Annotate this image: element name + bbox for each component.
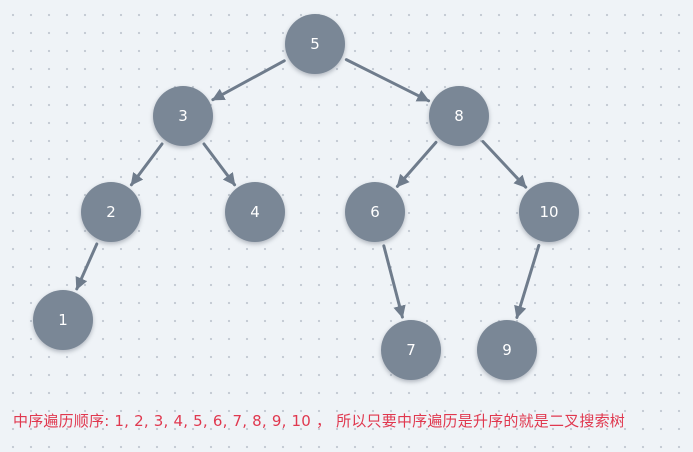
edge-3-to-4-arrow — [202, 142, 237, 187]
tree-node-10: 10 — [519, 182, 579, 242]
edge-5-to-3-arrow — [211, 59, 286, 102]
tree-node-3: 3 — [153, 86, 213, 146]
tree-node-7: 7 — [381, 320, 441, 380]
tree-node-8: 8 — [429, 86, 489, 146]
tree-node-2: 2 — [81, 182, 141, 242]
tree-node-5: 5 — [285, 14, 345, 74]
edge-3-to-2-arrow — [129, 142, 164, 187]
edge-5-to-8-arrow — [344, 58, 431, 103]
edge-8-to-6-arrow — [395, 140, 438, 188]
tree-node-4: 4 — [225, 182, 285, 242]
tree-node-1: 1 — [33, 290, 93, 350]
edge-10-to-9-arrow — [514, 243, 541, 319]
edge-6-to-7-arrow — [382, 244, 406, 319]
tree-node-9: 9 — [477, 320, 537, 380]
tree-node-6: 6 — [345, 182, 405, 242]
inorder-traversal-caption: 中序遍历顺序: 1, 2, 3, 4, 5, 6, 7, 8, 9, 10 ， … — [13, 412, 625, 430]
edge-8-to-10-arrow — [481, 140, 528, 189]
edge-2-to-1-arrow — [75, 242, 99, 291]
